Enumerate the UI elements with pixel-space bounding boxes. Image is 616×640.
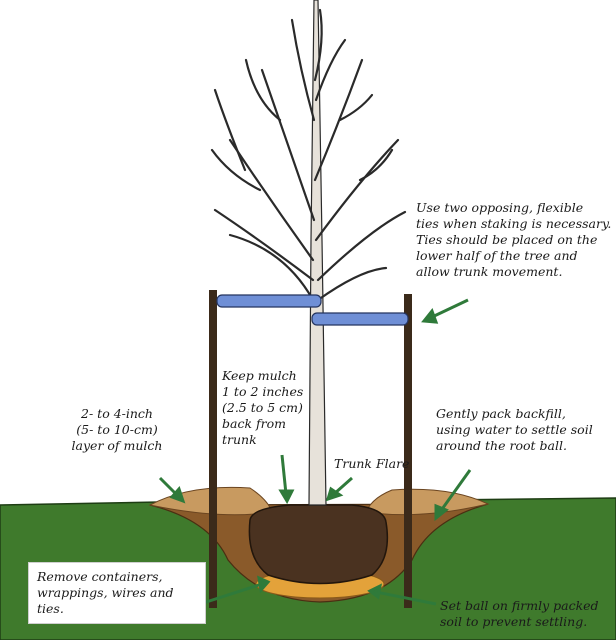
arrow-set-ball	[375, 590, 437, 606]
arrow-remove-head	[257, 575, 271, 594]
arrow-backfill	[438, 469, 472, 513]
mulch-depth-note: 2- to 4-inch (5- to 10-cm) layer of mulc…	[71, 406, 163, 453]
arrow-mulch-gap-head	[278, 489, 295, 505]
backfill-note: Gently pack backfill, using water to set…	[436, 406, 593, 453]
arrow-ties-head	[421, 307, 439, 324]
mulch-gap-note: Keep mulch 1 to 2 inches (2.5 to 5 cm) b…	[222, 368, 304, 447]
arrow-trunk-flare-head	[325, 486, 344, 502]
ties-note: Use two opposing, flexible ties when sta…	[416, 200, 612, 279]
stake-left	[209, 290, 217, 608]
callout-arrows	[158, 298, 472, 606]
set-ball-note: Set ball on firmly packed soil to preven…	[440, 598, 599, 629]
arrow-ties	[429, 298, 469, 320]
remove-containers-note: Remove containers, wrappings, wires and …	[28, 562, 206, 624]
tree-trunk	[308, 0, 327, 506]
root-ball	[248, 504, 389, 585]
tie-left	[216, 294, 322, 308]
arrow-mulch-depth-head	[169, 486, 186, 504]
arrow-mulch-gap	[280, 454, 288, 495]
arrow-remove	[199, 582, 263, 606]
arrow-backfill-head	[434, 503, 449, 522]
tie-right	[311, 312, 409, 326]
stake-right	[404, 294, 412, 608]
mulch-right	[365, 488, 490, 516]
arrow-set-ball-head	[367, 583, 383, 600]
tree-branches	[210, 8, 407, 302]
trunk-flare-label: Trunk Flare	[334, 456, 410, 471]
